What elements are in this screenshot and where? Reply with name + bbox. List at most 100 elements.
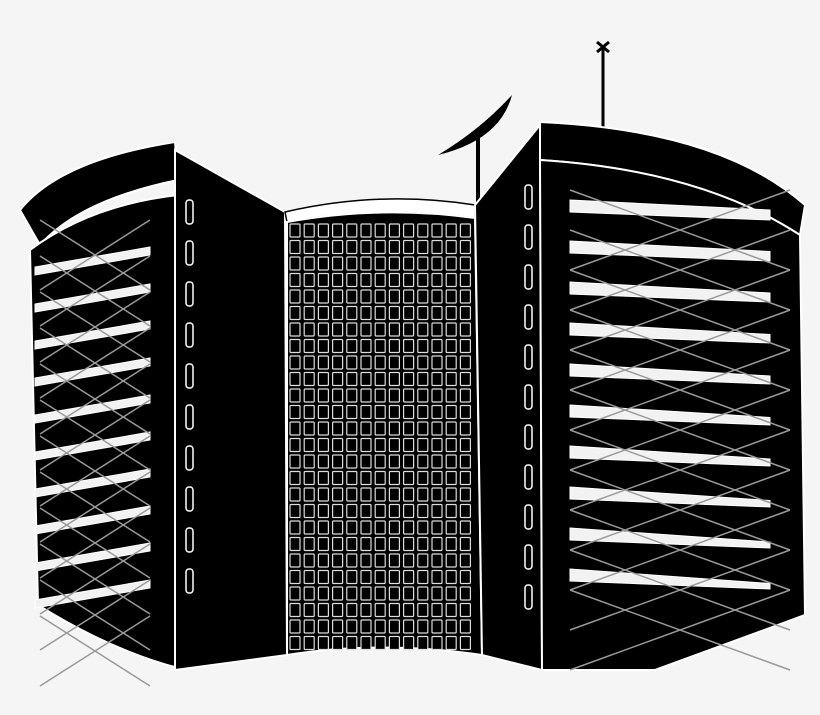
window (445, 454, 457, 469)
window (403, 553, 415, 568)
window (459, 437, 471, 453)
window (360, 388, 372, 403)
window (289, 553, 301, 568)
window (388, 503, 400, 519)
window (388, 536, 400, 552)
window (346, 635, 358, 651)
window (332, 553, 344, 568)
left-tower-lattice (39, 219, 151, 687)
window (360, 454, 372, 469)
window (374, 437, 386, 453)
window (374, 619, 386, 634)
slot-window (524, 384, 533, 410)
window (332, 404, 344, 420)
lattice-line (569, 389, 791, 471)
window (346, 569, 358, 585)
window (445, 602, 457, 618)
window (303, 602, 315, 618)
window (346, 421, 358, 436)
right-slab-slots (524, 184, 533, 610)
window-band (34, 579, 151, 609)
window (303, 503, 315, 519)
window (431, 470, 443, 486)
window (388, 569, 400, 585)
window (417, 586, 429, 601)
window (332, 454, 344, 469)
window (360, 223, 372, 238)
window (445, 553, 457, 568)
window (332, 371, 344, 387)
window (374, 256, 386, 271)
window (289, 602, 301, 618)
window (431, 454, 443, 469)
right-tower-lattice (569, 189, 791, 671)
lattice-line (569, 509, 791, 591)
window (417, 322, 429, 337)
window (417, 635, 429, 651)
window (303, 437, 315, 453)
window (403, 371, 415, 387)
window (445, 305, 457, 321)
window (417, 223, 429, 238)
window (289, 223, 301, 238)
window (417, 569, 429, 585)
window (431, 239, 443, 255)
window (303, 305, 315, 321)
center-tower-window-grid (289, 223, 471, 651)
slot-window (185, 568, 194, 594)
window (289, 536, 301, 552)
window (445, 619, 457, 634)
window (403, 421, 415, 436)
window (459, 322, 471, 337)
window (403, 223, 415, 238)
window (445, 437, 457, 453)
window (332, 437, 344, 453)
lattice-line (569, 229, 791, 311)
window (388, 437, 400, 453)
window (374, 371, 386, 387)
window (346, 371, 358, 387)
window (445, 569, 457, 585)
window (374, 503, 386, 519)
window (317, 371, 329, 387)
window (431, 586, 443, 601)
window (431, 569, 443, 585)
window (388, 338, 400, 354)
window (459, 256, 471, 271)
window (346, 454, 358, 469)
slot-window (185, 363, 194, 389)
window (332, 421, 344, 436)
lattice-line (569, 469, 791, 551)
window (289, 635, 301, 651)
window (417, 289, 429, 304)
window (417, 272, 429, 288)
window (303, 322, 315, 337)
window (403, 470, 415, 486)
window (289, 454, 301, 469)
window (403, 289, 415, 304)
window (303, 520, 315, 535)
window (417, 470, 429, 486)
window (459, 404, 471, 420)
window (317, 635, 329, 651)
window (346, 536, 358, 552)
window (374, 536, 386, 552)
window (374, 520, 386, 535)
window (388, 371, 400, 387)
window (317, 338, 329, 354)
window (388, 404, 400, 420)
window (332, 619, 344, 634)
window (289, 421, 301, 436)
window (360, 553, 372, 568)
window (403, 272, 415, 288)
window (388, 355, 400, 370)
window (374, 305, 386, 321)
window (388, 239, 400, 255)
window (317, 487, 329, 502)
window (459, 421, 471, 436)
left-slab (174, 148, 289, 672)
lattice-line (39, 327, 151, 399)
window (289, 322, 301, 337)
window-band (569, 568, 771, 590)
window (360, 305, 372, 321)
